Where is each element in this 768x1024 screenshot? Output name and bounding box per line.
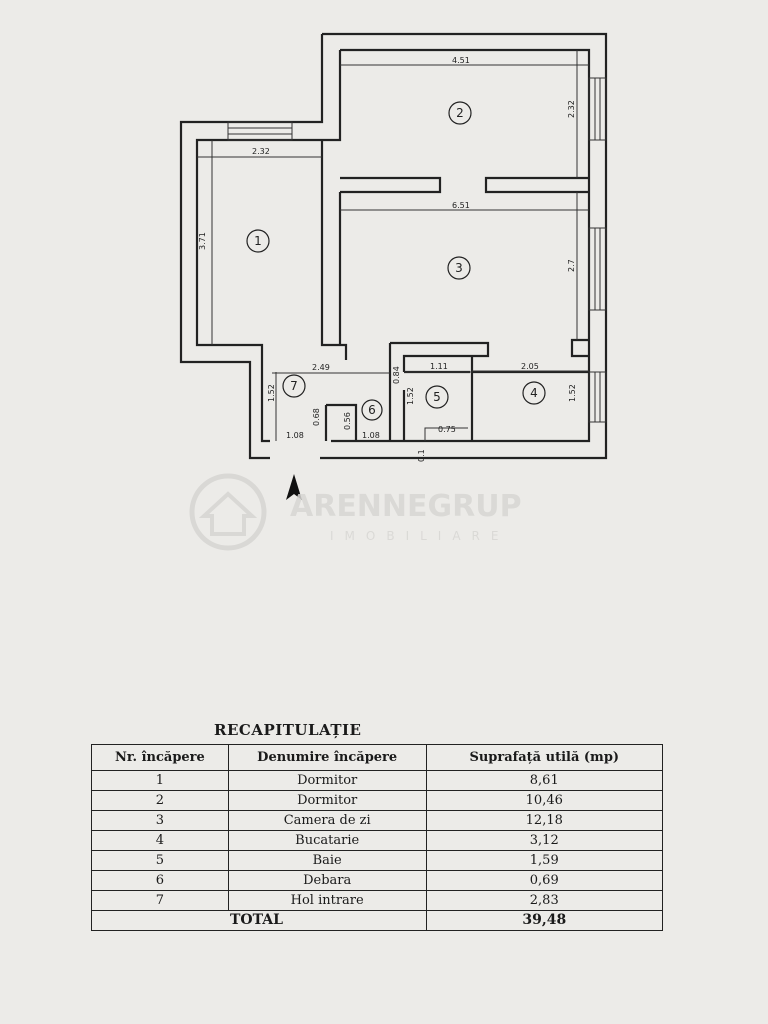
cell-area: 1,59: [425, 850, 664, 871]
cell-nr: 2: [91, 790, 229, 811]
table-row: 3 Camera de zi 12,18: [91, 810, 664, 831]
table-header-row: Nr. încăpere Denumire încăpere Suprafață…: [91, 744, 664, 771]
cell-name: Baie: [227, 850, 427, 871]
dim-label: 1.11: [430, 362, 448, 371]
total-label: TOTAL: [91, 910, 427, 931]
cell-area: 8,61: [425, 770, 664, 791]
interior-walls: [320, 140, 589, 441]
cell-nr: 3: [91, 810, 229, 831]
cell-name: Hol intrare: [227, 890, 427, 911]
watermark-sub: IMOBILIARE: [330, 529, 509, 543]
header-room-name: Denumire încăpere: [227, 744, 427, 771]
dim-label: 3.71: [198, 232, 207, 250]
dim-label: 2.05: [521, 362, 539, 371]
dim-label: 0.1: [417, 449, 426, 462]
dim-label: 2.49: [312, 363, 330, 372]
windows: [227, 77, 607, 423]
table-row: 4 Bucatarie 3,12: [91, 830, 664, 851]
dim-label: 0.68: [312, 408, 321, 426]
header-room-number: Nr. încăpere: [91, 744, 229, 771]
dim-label: 1.52: [406, 387, 415, 405]
dim-label: 1.08: [362, 431, 380, 440]
cell-nr: 5: [91, 850, 229, 871]
dim-label: 4.51: [452, 56, 470, 65]
cell-name: Camera de zi: [227, 810, 427, 831]
table-row: 1 Dormitor 8,61: [91, 770, 664, 791]
recap-table: Nr. încăpere Denumire încăpere Suprafață…: [91, 744, 664, 931]
floor-plan: 4.51 2.32 6.51 2.49 1.11 2.05 1.08 1.08 …: [179, 32, 608, 551]
dim-label: 2.7: [567, 259, 576, 272]
table-total-row: TOTAL 39,48: [91, 910, 664, 931]
table-row: 5 Baie 1,59: [91, 850, 664, 871]
dimension-labels: 4.51 2.32 6.51 2.49 1.11 2.05 1.08 1.08 …: [198, 56, 577, 462]
cell-name: Bucatarie: [227, 830, 427, 851]
room-number: 5: [433, 390, 441, 404]
total-value: 39,48: [425, 910, 664, 931]
dim-label: 0.56: [343, 412, 352, 430]
room-number: 1: [254, 234, 262, 248]
recap-title: RECAPITULAȚIE: [214, 721, 362, 739]
header-usable-area: Suprafață utilă (mp): [425, 744, 664, 771]
cell-name: Debara: [227, 870, 427, 891]
watermark-brand: ARENNEGRUP: [290, 489, 522, 524]
room-number: 2: [456, 106, 464, 120]
room-markers: 1 2 3 4 5 6 7: [246, 101, 546, 421]
cell-area: 12,18: [425, 810, 664, 831]
entrance-arrow-icon: [286, 474, 302, 500]
cell-nr: 6: [91, 870, 229, 891]
dim-label: 2.32: [567, 100, 576, 118]
dim-label: 2.32: [252, 147, 270, 156]
watermark: ARENNEGRUP IMOBILIARE: [189, 473, 522, 551]
dim-label: 0.75: [438, 425, 456, 434]
room-number: 6: [368, 403, 376, 417]
dimension-lines: [197, 50, 589, 441]
table-row: 7 Hol intrare 2,83: [91, 890, 664, 911]
dim-label: 1.52: [568, 384, 577, 402]
cell-nr: 1: [91, 770, 229, 791]
cell-area: 0,69: [425, 870, 664, 891]
table-row: 2 Dormitor 10,46: [91, 790, 664, 811]
dim-label: 1.08: [286, 431, 304, 440]
cell-nr: 7: [91, 890, 229, 911]
dim-label: 6.51: [452, 201, 470, 210]
cell-area: 2,83: [425, 890, 664, 911]
cell-name: Dormitor: [227, 770, 427, 791]
table-row: 6 Debara 0,69: [91, 870, 664, 891]
room-number: 4: [530, 386, 538, 400]
dim-label: 0.84: [392, 366, 401, 384]
cell-name: Dormitor: [227, 790, 427, 811]
cell-nr: 4: [91, 830, 229, 851]
room-number: 7: [290, 379, 298, 393]
cell-area: 10,46: [425, 790, 664, 811]
dim-label: 1.52: [267, 384, 276, 402]
cell-area: 3,12: [425, 830, 664, 851]
room-number: 3: [455, 261, 463, 275]
